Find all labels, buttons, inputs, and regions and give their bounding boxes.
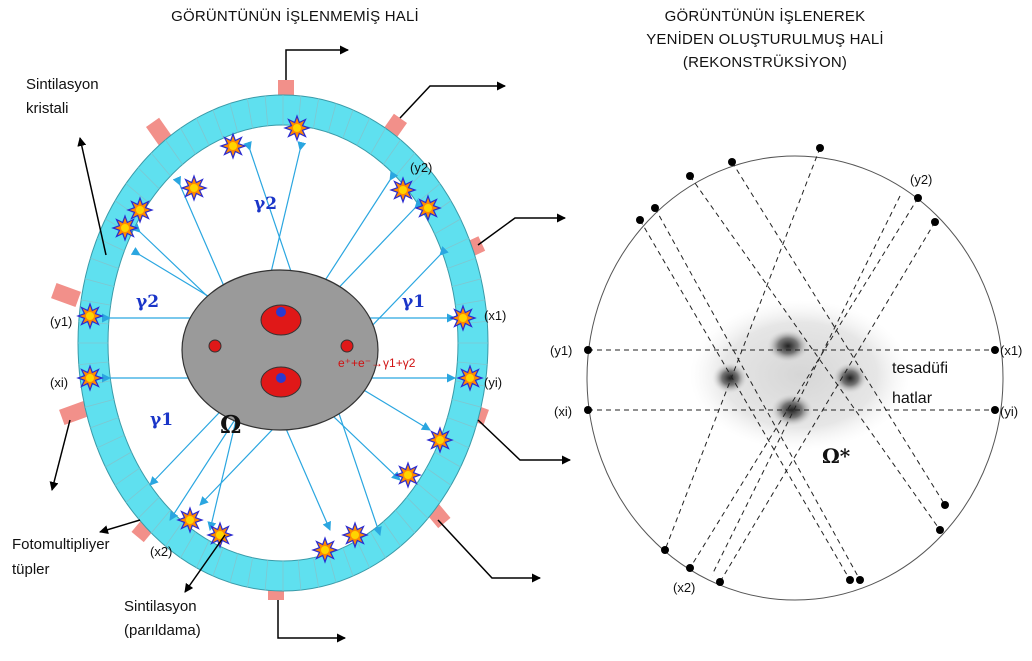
scintillation-flash-core	[186, 516, 194, 524]
scintillation-flash-core	[229, 142, 237, 150]
scintillation-flash-core	[136, 206, 144, 214]
scintillation-flash-core	[436, 436, 444, 444]
scintillation-flash-core	[459, 314, 467, 322]
left-point-y1: (y1)	[50, 314, 73, 329]
pmt-label-line2: tüpler	[12, 561, 50, 578]
right-title-line2: YENİDEN OLUŞTURULMUŞ HALİ	[646, 31, 884, 48]
left-title: GÖRÜNTÜNÜN İŞLENMEMİŞ HALİ	[171, 8, 419, 25]
left-diagram	[49, 45, 571, 643]
right-point-x1: (x1)	[1000, 343, 1023, 358]
scintillation-flash-core	[321, 546, 329, 554]
scintillation-flash-core	[404, 471, 412, 479]
scintillation-flash-core	[466, 374, 474, 382]
right-point-y1: (y1)	[550, 343, 573, 358]
scintillation-flash-core	[216, 531, 224, 539]
right-title-line3: (REKONSTRÜKSİYON)	[682, 54, 848, 71]
pmt-label-line1: Fotomultipliyer	[12, 536, 110, 553]
left-point-x2: (x2)	[150, 544, 173, 559]
scintillation-flash-core	[121, 224, 129, 232]
right-point-yi: (yi)	[1000, 404, 1019, 419]
right-point-x2: (x2)	[673, 580, 696, 595]
detector-points	[584, 144, 999, 586]
crystal-label-line2: kristali	[26, 100, 69, 117]
random-lines-label-line1: tesadüfi	[892, 360, 949, 377]
patient-body	[181, 269, 379, 431]
left-point-yi: (yi)	[484, 375, 503, 390]
left-point-xi: (xi)	[50, 375, 69, 390]
lines-of-response	[588, 147, 995, 583]
scintillation-flash-core	[86, 374, 94, 382]
random-lines-label-line2: hatlar	[892, 390, 933, 407]
gamma2-label-left: γ2	[136, 292, 160, 312]
scintillation-flash-core	[399, 186, 407, 194]
omega-star-label: Ω*	[822, 444, 851, 468]
left-point-y2: (y2)	[410, 160, 433, 175]
gamma1-label-right: γ1	[402, 292, 426, 312]
scint-label-line1: Sintilasyon	[124, 598, 197, 615]
scintillation-flash-core	[86, 312, 94, 320]
left-point-x1: (x1)	[484, 308, 507, 323]
annihilation-equation: e⁺+e⁻→γ1+γ2	[338, 356, 416, 370]
right-diagram	[584, 144, 1004, 601]
gamma2-label-top: γ2	[254, 194, 278, 214]
right-title-line1: GÖRÜNTÜNÜN İŞLENEREK	[664, 8, 866, 25]
scintillation-flash-core	[424, 204, 432, 212]
scintillation-flash-core	[293, 124, 301, 132]
scintillation-flashes	[76, 114, 484, 564]
omega-label: Ω	[220, 410, 242, 439]
scint-label-line2: (parıldama)	[124, 622, 201, 639]
scintillation-flash-core	[351, 531, 359, 539]
reconstructed-spots	[712, 329, 868, 427]
right-point-y2: (y2)	[910, 172, 933, 187]
annotation-arrows	[49, 45, 571, 643]
scintillation-flash-core	[190, 184, 198, 192]
crystal-label-line1: Sintilasyon	[26, 76, 99, 93]
right-point-xi: (xi)	[554, 404, 573, 419]
gamma1-label-bottom: γ1	[150, 410, 174, 430]
